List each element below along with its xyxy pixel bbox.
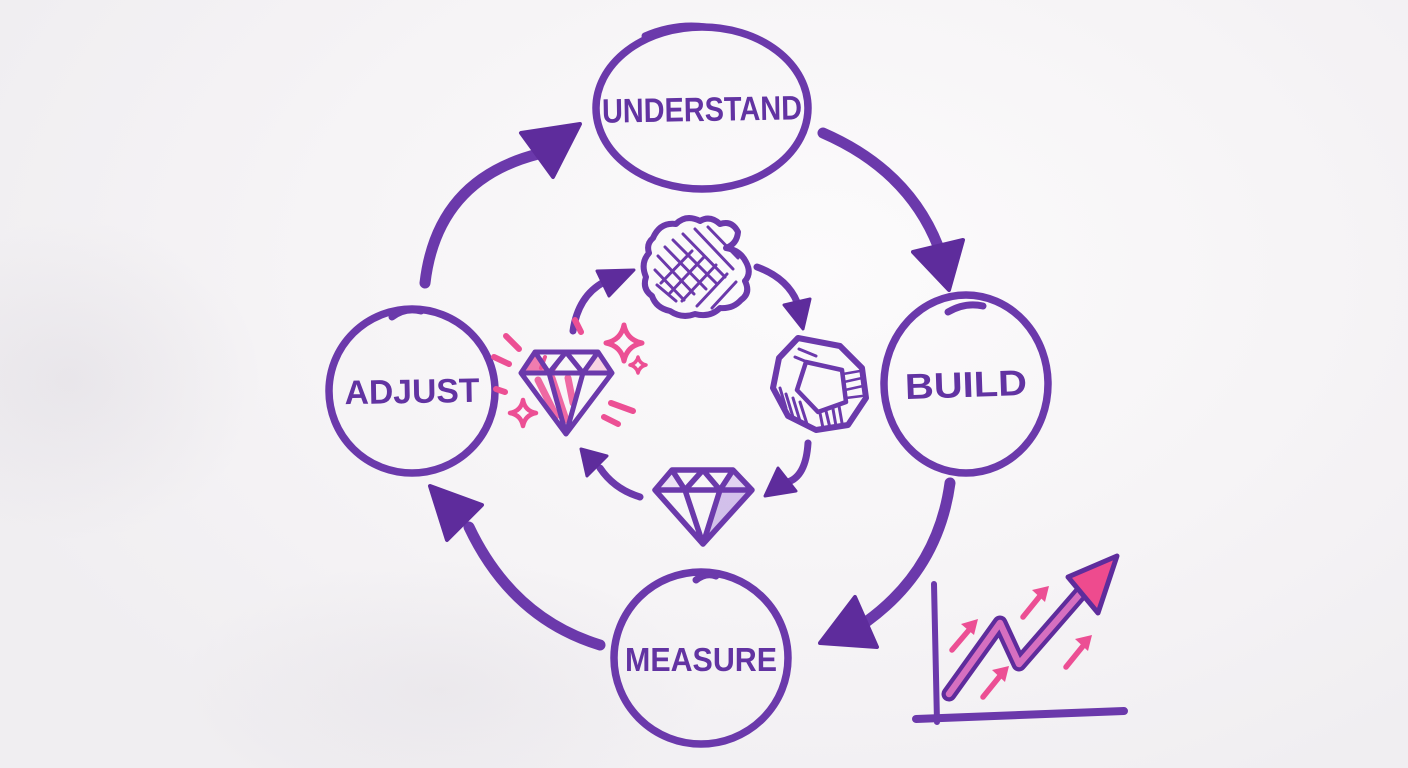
arrow-adjust-to-understand — [419, 122, 582, 289]
inner-arrow-gem-to-diamond — [763, 439, 812, 498]
arrow-understand-to-build — [817, 127, 965, 292]
arrowhead — [519, 122, 582, 179]
growth-chart-sketch — [912, 553, 1128, 725]
sparkle-star-small — [628, 355, 648, 375]
arrow-shaft — [784, 439, 812, 486]
arrow-shaft — [817, 127, 944, 252]
arrowhead — [1032, 586, 1049, 602]
sparkle-diamond-light-crown-facet — [583, 352, 612, 373]
cycle-node-measure: MEASURE — [610, 568, 792, 748]
arrow-build-to-measure — [818, 477, 956, 649]
adjust-circle-pen-flick — [388, 306, 425, 321]
arrowhead — [1075, 635, 1092, 651]
chart-y-axis — [931, 581, 940, 725]
arrowhead — [428, 484, 484, 542]
adjust-label: ADJUST — [344, 372, 480, 412]
rock-outline — [640, 215, 752, 319]
trend-arrow-inner — [945, 583, 1090, 698]
cut-diamond-icon — [652, 467, 755, 547]
trend-arrow-outline — [941, 579, 1094, 702]
trend-arrowhead — [1065, 553, 1120, 616]
arrow-shaft — [753, 263, 801, 306]
arrow-shaft — [419, 148, 544, 289]
arrowhead — [579, 447, 609, 478]
build-circle-pen-flick — [944, 301, 987, 316]
inner-arrow-diamond-to-rock — [569, 268, 636, 335]
cycle-node-build: BUILD — [880, 291, 1052, 477]
sparkle-rays — [491, 317, 636, 427]
arrow-shaft — [860, 477, 956, 628]
understand-circle-pen-flick — [641, 22, 710, 40]
chart-x-axis — [912, 707, 1128, 723]
small-pink-arrow — [949, 619, 978, 653]
arrowhead — [782, 297, 812, 331]
arrow-shaft — [1063, 643, 1086, 670]
arrow-shaft — [949, 627, 972, 653]
arrow-shaft — [596, 464, 644, 501]
build-label: BUILD — [904, 362, 1027, 407]
sparkling-diamond-icon — [491, 317, 648, 437]
arrowhead — [992, 666, 1009, 682]
arrowhead — [961, 619, 978, 635]
arrow-shaft — [569, 278, 608, 335]
inner-arrow-rock-to-gem — [753, 263, 812, 331]
arrowhead — [818, 595, 879, 649]
arrowhead — [911, 238, 965, 292]
arrow-shaft — [980, 673, 1003, 700]
gem-top-left-dashes — [793, 347, 818, 366]
arrowhead — [595, 268, 636, 298]
small-pink-arrow — [1020, 586, 1049, 620]
rock-hatching-up — [659, 249, 738, 310]
sparkle-star-large — [603, 322, 645, 364]
gem-outline — [770, 335, 869, 433]
faceted-gem-icon — [770, 335, 869, 433]
cycle-node-understand: UNDERSTAND — [592, 22, 812, 193]
rough-rock-icon — [640, 215, 752, 319]
gem-bottom-facet-hatch — [818, 404, 844, 430]
arrowhead — [763, 466, 798, 498]
gem-lower-left-facet-hatch — [778, 386, 809, 426]
build-circle — [880, 291, 1052, 477]
cycle-node-adjust: ADJUST — [325, 305, 499, 477]
measure-circle — [610, 568, 792, 748]
gem-central-facet — [794, 359, 849, 415]
arrow-shaft — [1020, 593, 1043, 620]
measure-circle-pen-flick — [692, 571, 720, 584]
gem-right-facet-hatch — [841, 369, 865, 400]
inner-arrow-diamond-to-sparkle — [579, 447, 644, 501]
sparkle-diamond-outline-and-facets — [518, 349, 615, 437]
small-pink-arrow — [980, 666, 1009, 700]
small-pink-arrow — [1063, 635, 1092, 670]
arrow-measure-to-adjust — [428, 484, 606, 651]
understand-label: UNDERSTAND — [602, 89, 803, 130]
measure-label: MEASURE — [625, 641, 777, 678]
arrow-shaft — [463, 521, 606, 651]
sparkle-star-lower-left — [507, 397, 539, 429]
diamond-outline-and-facets — [652, 467, 755, 547]
